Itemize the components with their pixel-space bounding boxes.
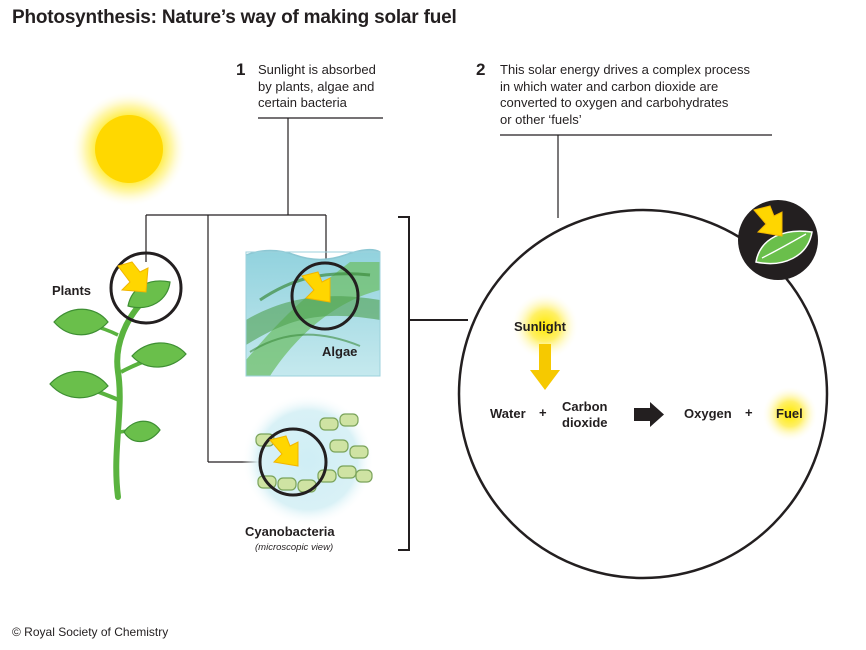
sunlight-label: Sunlight	[514, 319, 566, 334]
sunlight-glow	[511, 292, 579, 360]
sunlight-arrow-icon	[117, 261, 149, 293]
step-1-line: certain bacteria	[258, 95, 347, 110]
step-2-line: converted to oxygen and carbohydrates	[500, 95, 729, 110]
plus-sign: +	[539, 405, 547, 420]
cyanobacteria-label: Cyanobacteria	[245, 524, 335, 539]
plants-label: Plants	[52, 283, 92, 298]
reactant-water: Water	[490, 406, 526, 421]
carbon-dioxide-line: dioxide	[562, 415, 608, 430]
organisms-bracket	[398, 216, 468, 551]
sunlight-down-arrow-icon	[530, 344, 560, 390]
step-2-text: This solar energy drives a complex proce…	[500, 62, 750, 128]
algae-focus-ring	[290, 261, 360, 331]
step-2-connector	[500, 134, 772, 218]
algae-panel	[245, 248, 381, 377]
algae-label: Algae	[322, 344, 358, 359]
reactant-carbon-dioxide: Carbon dioxide	[562, 399, 608, 431]
step-1-number: 1	[236, 60, 246, 79]
plants-focus-ring	[109, 251, 183, 325]
step-1-line: Sunlight is absorbed	[258, 62, 376, 77]
sunlight-arrow-icon	[269, 435, 299, 467]
product-oxygen: Oxygen	[684, 406, 732, 421]
step-1-text: Sunlight is absorbed by plants, algae an…	[258, 62, 376, 112]
step-2-line: or other ‘fuels’	[500, 111, 582, 127]
step-2-number: 2	[476, 60, 486, 79]
leaf-icon	[738, 200, 818, 280]
cyanobacteria-focus-ring	[258, 427, 328, 497]
reaction-arrow-icon	[634, 402, 664, 427]
page-title: Photosynthesis: Nature’s way of making s…	[12, 7, 457, 28]
step-2-line: This solar energy drives a complex proce…	[500, 62, 750, 77]
product-fuel: Fuel	[776, 406, 803, 421]
cyanobacteria-note: (microscopic view)	[255, 542, 334, 553]
carbon-dioxide-line: Carbon	[562, 399, 608, 414]
plant-icon	[49, 280, 187, 500]
sun-icon	[71, 91, 187, 207]
step-1-line: by plants, algae and	[258, 78, 375, 94]
fuel-glow	[762, 386, 818, 442]
copyright-notice: © Royal Society of Chemistry	[12, 625, 169, 639]
step-2-line: in which water and carbon dioxide are	[500, 78, 719, 94]
cyanobacteria-panel	[242, 394, 374, 526]
plus-sign: +	[745, 405, 753, 420]
sunlight-arrow-icon	[301, 271, 331, 303]
